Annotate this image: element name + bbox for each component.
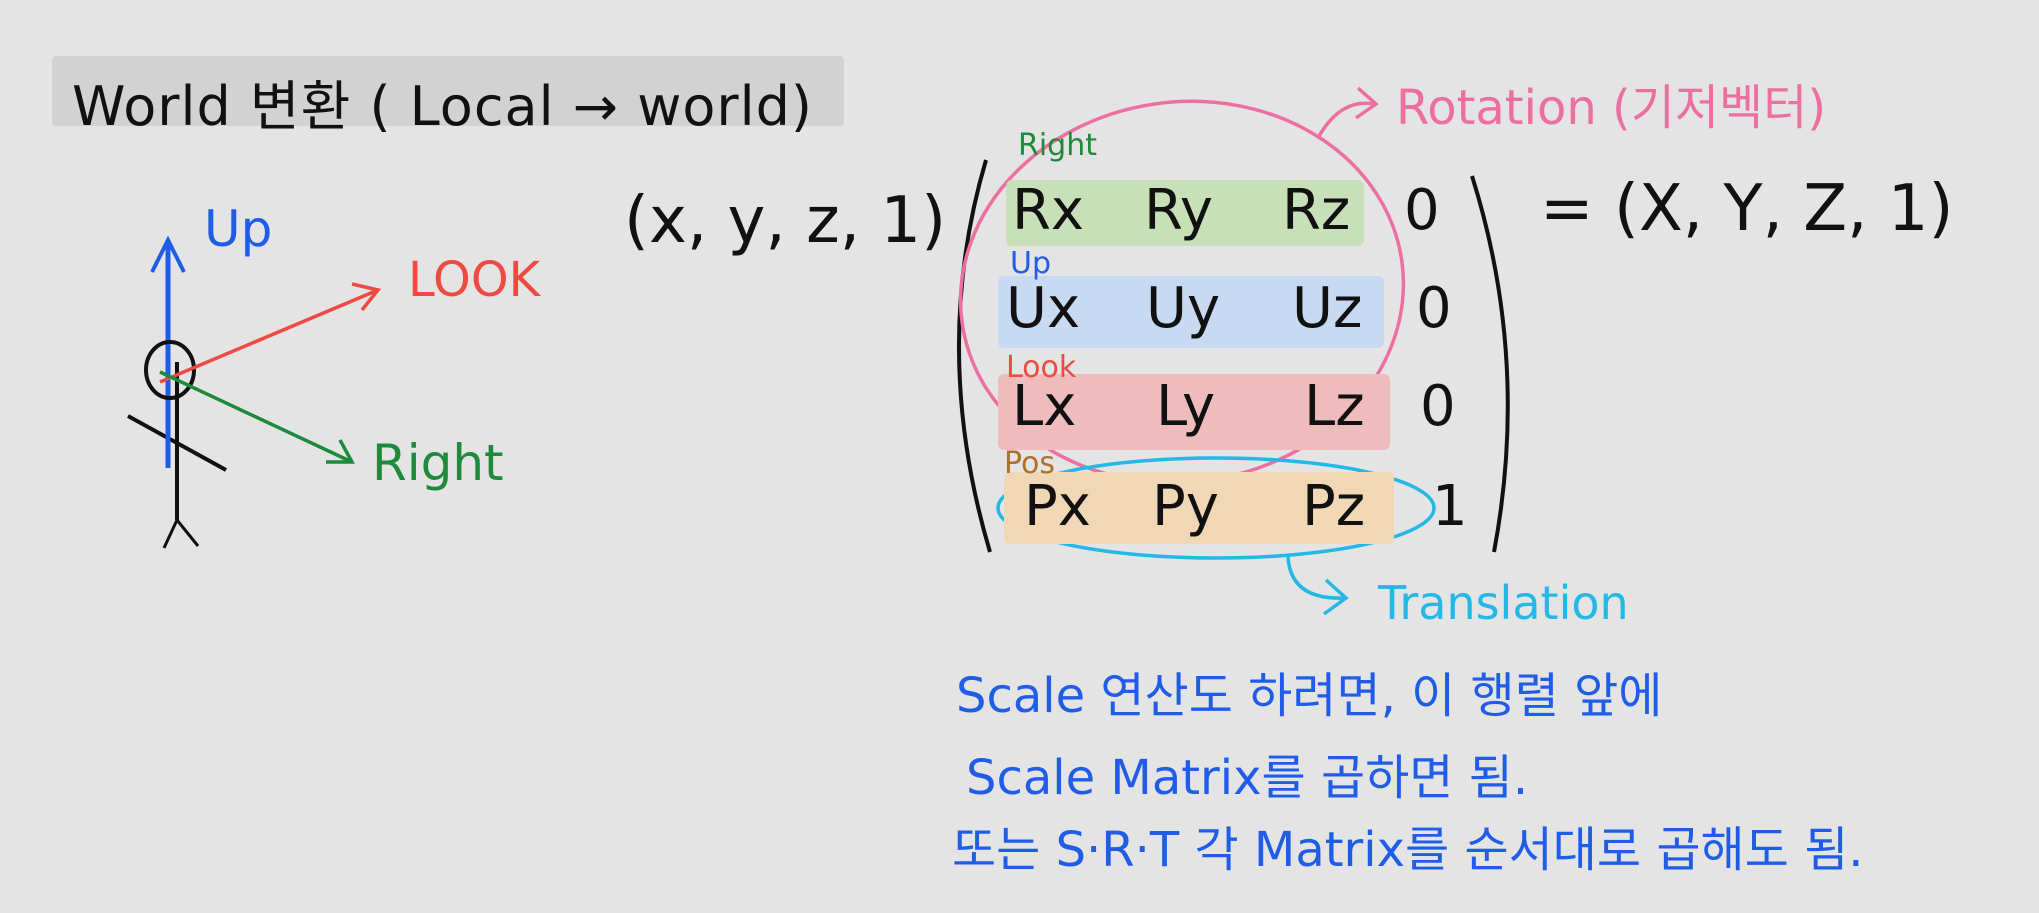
matrix-cell: Ux xyxy=(1006,276,1081,341)
matrix-cell: Rx xyxy=(1012,178,1085,243)
matrix-cell: Px xyxy=(1024,474,1091,539)
input-vector: (x, y, z, 1) xyxy=(624,184,947,258)
translation-label: Translation xyxy=(1378,576,1629,630)
note-line: 또는 S·R·T 각 Matrix를 순서대로 곱해도 됨. xyxy=(952,822,1864,878)
matrix-cell: Pz xyxy=(1302,474,1366,539)
matrix-cell: 0 xyxy=(1416,276,1452,341)
pos-row-tag: Pos xyxy=(1004,446,1056,481)
page-title: World 변환 ( Local → world) xyxy=(72,75,813,138)
rotation-label: Rotation (기저벡터) xyxy=(1396,80,1827,136)
look-row-tag: Look xyxy=(1006,350,1077,385)
figure-leg-right xyxy=(175,519,200,547)
up-row-highlight xyxy=(998,276,1384,348)
matrix-left-paren xyxy=(956,159,992,553)
matrix-cell: 0 xyxy=(1404,178,1440,243)
pos-row-highlight xyxy=(1004,472,1394,544)
matrix-cell: Ry xyxy=(1144,178,1213,243)
rotation-arrow xyxy=(1316,101,1375,139)
matrix-cell: Ly xyxy=(1156,374,1216,439)
matrix-cell: 0 xyxy=(1420,374,1456,439)
look-arrowhead xyxy=(351,282,382,312)
matrix-cell: Uy xyxy=(1146,276,1221,341)
note-line: Scale Matrix를 곱하면 됨. xyxy=(966,750,1529,806)
right-label: Right xyxy=(372,434,504,492)
figure-head xyxy=(144,340,196,400)
rotation-arrowhead xyxy=(1354,86,1379,120)
matrix-cell: Py xyxy=(1152,474,1219,539)
matrix-cell: 1 xyxy=(1432,474,1468,539)
matrix-cell: Lx xyxy=(1012,374,1077,439)
translation-ellipse xyxy=(996,456,1436,560)
look-row-highlight xyxy=(998,374,1390,450)
output-vector: = (X, Y, Z, 1) xyxy=(1540,172,1954,246)
matrix-cell: Uz xyxy=(1292,276,1363,341)
figure-leg-left xyxy=(162,519,179,549)
right-arrowhead xyxy=(326,439,355,464)
matrix-cell: Lz xyxy=(1304,374,1365,439)
translation-arrow xyxy=(1286,555,1345,600)
up-arrowhead xyxy=(150,235,186,273)
up-label: Up xyxy=(204,200,273,258)
up-row-tag: Up xyxy=(1010,246,1052,281)
right-row-highlight xyxy=(1006,180,1364,246)
right-row-tag: Right xyxy=(1018,128,1097,163)
look-label: LOOK xyxy=(408,252,541,308)
note-line: Scale 연산도 하려면, 이 행렬 앞에 xyxy=(956,668,1663,724)
matrix-cell: Rz xyxy=(1282,178,1351,243)
translation-arrowhead xyxy=(1322,578,1349,616)
right-vector xyxy=(159,370,353,464)
title-highlight xyxy=(52,56,844,126)
figure-arm xyxy=(127,414,227,472)
matrix-right-paren xyxy=(1470,175,1510,553)
look-vector xyxy=(159,288,379,384)
